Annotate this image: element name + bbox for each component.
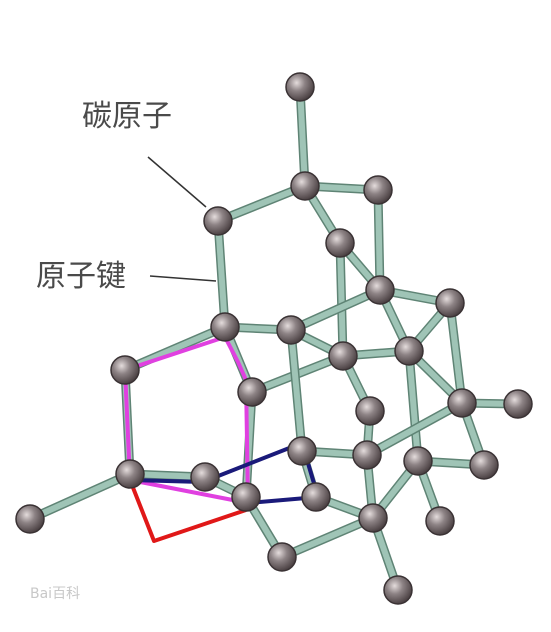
annotation-layer: 碳原子 原子键 Bai百科 — [30, 99, 217, 602]
carbon-atom — [328, 341, 358, 371]
carbon-atom — [358, 503, 388, 533]
bond-line — [215, 218, 228, 330]
atom-layer — [15, 72, 533, 605]
carbon-atom — [210, 312, 240, 342]
carbon-atom — [503, 389, 533, 419]
carbon-atom — [447, 388, 477, 418]
carbon-atom — [267, 542, 297, 572]
atomic-bond-leader-line — [149, 275, 217, 282]
carbon-atom — [110, 355, 140, 385]
bond-line — [279, 515, 376, 560]
carbon-atom — [276, 315, 306, 345]
watermark-text: Bai百科 — [30, 586, 80, 602]
bond-line — [215, 183, 308, 224]
bond-line — [297, 84, 308, 189]
carbon-atom — [365, 275, 395, 305]
carbon-atom — [15, 504, 45, 534]
ring-highlight-layer — [123, 335, 320, 543]
carbon-atom — [237, 377, 267, 407]
carbon-atom-label: 碳原子 — [82, 99, 172, 134]
bond-line — [27, 471, 133, 522]
carbon-atom-leader-line — [147, 156, 207, 208]
carbon-atom — [231, 482, 261, 512]
red-ring — [128, 479, 247, 543]
atomic-bond-label: 原子键 — [36, 259, 126, 294]
bond-line — [288, 287, 383, 333]
carbon-atom — [383, 575, 413, 605]
carbon-atom — [301, 482, 331, 512]
bond-line — [375, 187, 383, 293]
bond-line — [337, 240, 346, 359]
carbon-atom — [352, 440, 382, 470]
bond-line — [288, 327, 305, 454]
carbon-atom — [285, 72, 315, 102]
carbon-atom — [363, 175, 393, 205]
carbon-atom — [290, 171, 320, 201]
carbon-atom — [115, 459, 145, 489]
bond-line — [447, 300, 465, 406]
carbon-atom — [190, 462, 220, 492]
carbon-atom — [435, 288, 465, 318]
carbon-atom — [203, 206, 233, 236]
carbon-atom — [325, 228, 355, 258]
carbon-atom — [394, 336, 424, 366]
carbon-atom — [287, 436, 317, 466]
carbon-atom — [469, 450, 499, 480]
bond-line — [406, 348, 421, 464]
carbon-atom — [425, 506, 455, 536]
carbon-atom — [403, 446, 433, 476]
bond-line — [364, 400, 465, 458]
carbon-atom — [355, 396, 385, 426]
